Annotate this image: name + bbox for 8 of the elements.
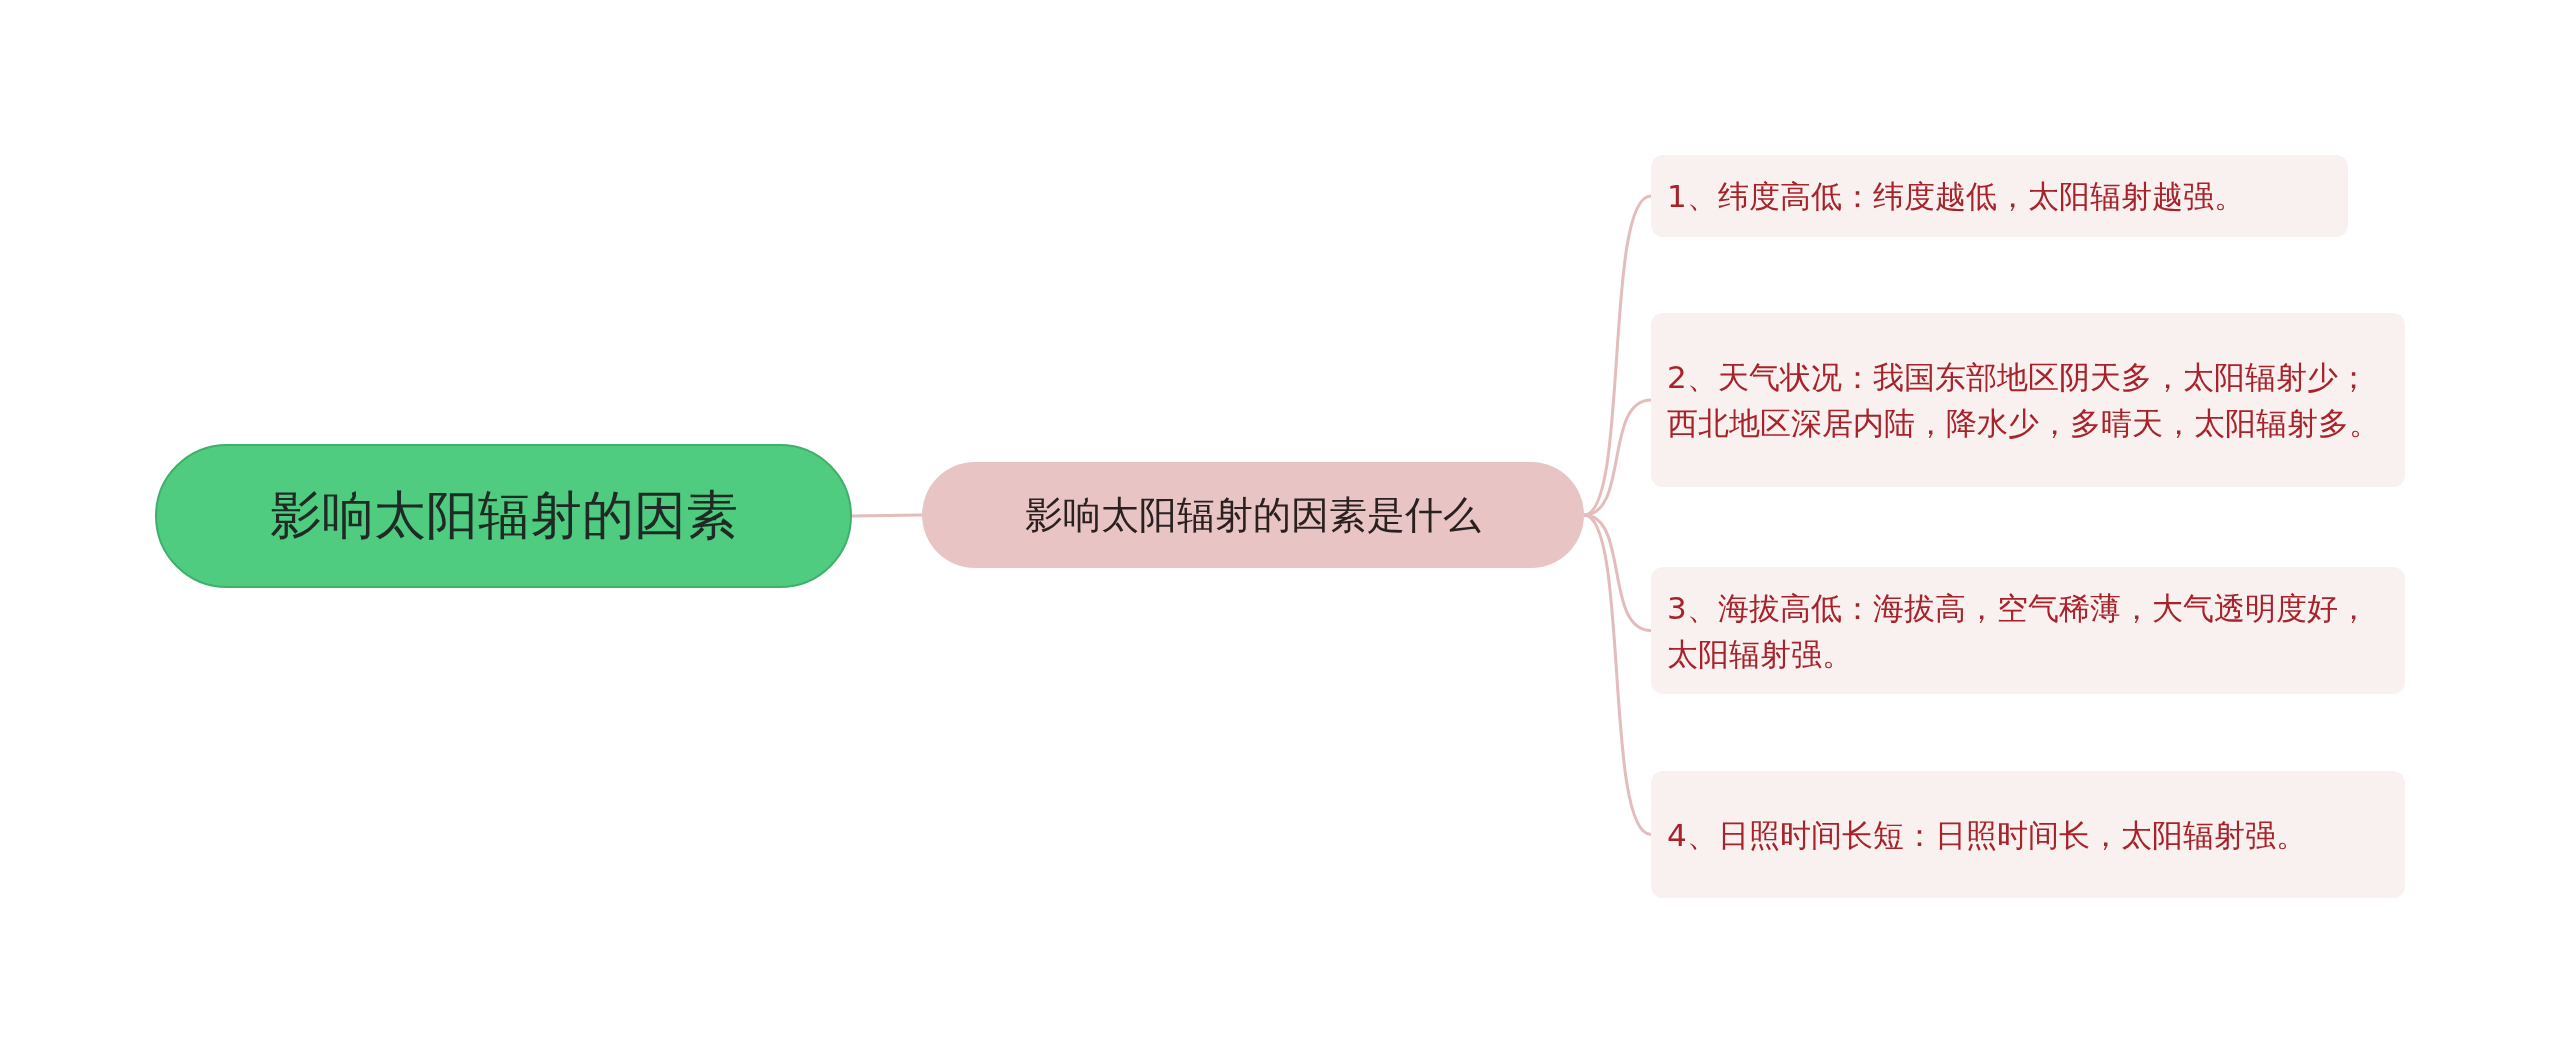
leaf-box: 1、纬度高低：纬度越低，太阳辐射越强。 bbox=[1651, 155, 2348, 237]
topic-node: 影响太阳辐射的因素是什么 bbox=[922, 462, 1584, 568]
leaf-box: 4、日照时间长短：日照时间长，太阳辐射强。 bbox=[1651, 771, 2405, 898]
leaf-box: 3、海拔高低：海拔高，空气稀薄，大气透明度好，太阳辐射强。 bbox=[1651, 567, 2405, 694]
root-node: 影响太阳辐射的因素 bbox=[155, 444, 852, 588]
leaf-box: 2、天气状况：我国东部地区阴天多，太阳辐射少；西北地区深居内陆，降水少，多晴天，太阳辐射多。 bbox=[1651, 313, 2405, 487]
connector-line bbox=[851, 513, 923, 518]
connector-line bbox=[1583, 398, 1652, 517]
